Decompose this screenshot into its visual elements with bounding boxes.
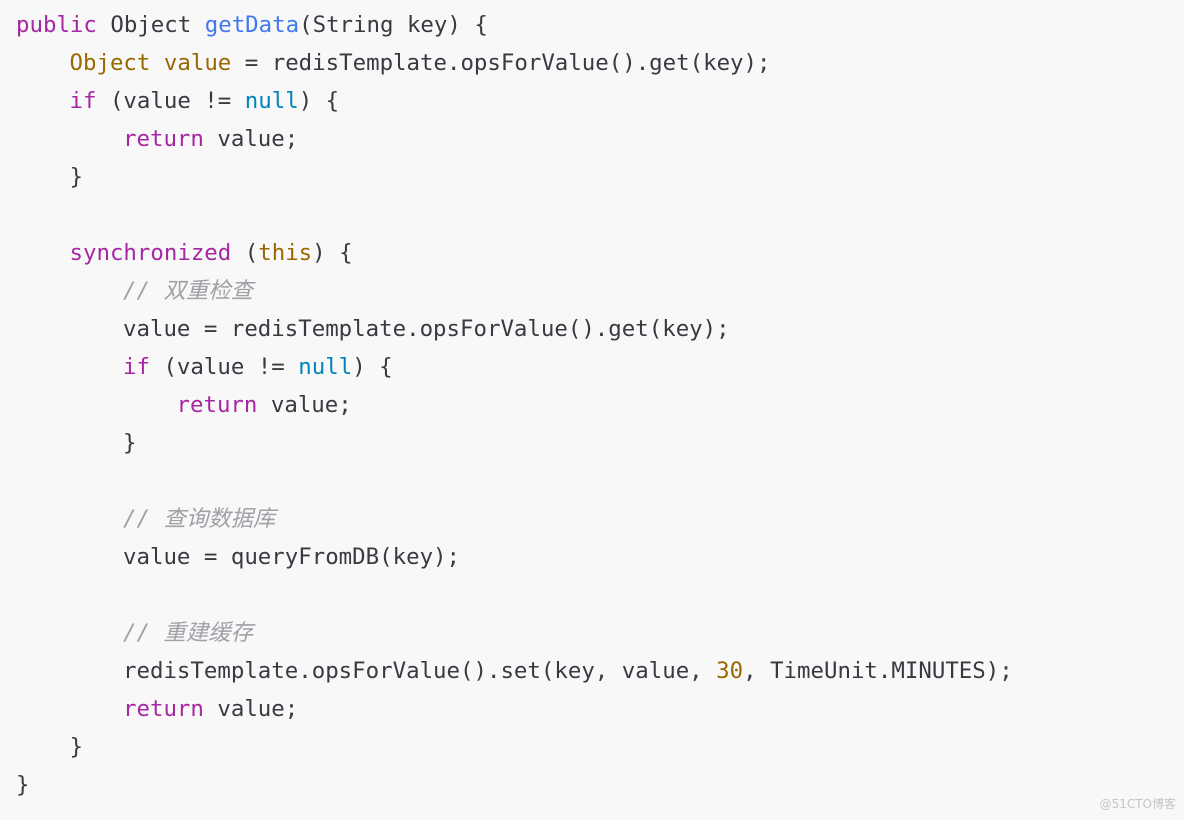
code-token-comment: // 双重检查 (123, 278, 254, 304)
code-token-keyword: public (16, 12, 97, 38)
code-token-plain: } (123, 430, 137, 456)
code-line-12: } (123, 424, 136, 462)
code-line-11: return value; (177, 386, 352, 424)
code-line-3: if (value != null) { (70, 82, 340, 120)
code-line-15: value = queryFromDB(key); (123, 538, 460, 576)
code-token-plain: , TimeUnit.MINUTES); (743, 658, 1013, 684)
code-line-1: public Object getData(String key) { (16, 6, 488, 44)
code-token-plain: } (69, 734, 83, 760)
code-line-10: if (value != null) { (123, 348, 393, 386)
code-line-9: value = redisTemplate.opsForValue().get(… (123, 310, 730, 348)
code-token-keyword: return (123, 696, 204, 722)
code-token-plain: = redisTemplate.opsForValue().get(key); (231, 50, 771, 76)
code-line-17: // 重建缓存 (123, 614, 253, 652)
code-line-4: return value; (123, 120, 298, 158)
code-token-plain (150, 50, 163, 76)
code-token-comment: // 重建缓存 (123, 620, 254, 646)
code-line-5: } (70, 158, 83, 196)
code-line-21: } (16, 766, 29, 804)
code-token-plain: value = queryFromDB(key); (123, 544, 461, 570)
code-token-plain: ) { (312, 240, 353, 266)
code-token-plain: ) { (298, 88, 340, 114)
code-token-number: 30 (716, 658, 744, 684)
code-line-8: // 双重检查 (123, 272, 253, 310)
code-line-2: Object value = redisTemplate.opsForValue… (70, 44, 771, 82)
code-token-type: this (258, 240, 313, 266)
code-token-plain: } (69, 164, 83, 190)
code-line-19: return value; (123, 690, 298, 728)
code-token-type: Object (69, 50, 151, 76)
code-token-keyword: return (123, 126, 204, 152)
code-token-plain: ( (231, 240, 259, 266)
code-token-type: value (163, 50, 232, 76)
code-line-20: } (70, 728, 83, 766)
code-token-literal: null (244, 88, 299, 114)
code-token-plain: (String key) { (299, 12, 488, 38)
watermark: @51CTO博客 (1099, 797, 1176, 811)
code-token-literal: null (298, 354, 353, 380)
code-token-plain: (value != (149, 354, 299, 380)
code-token-plain: value = redisTemplate.opsForValue().get(… (123, 316, 730, 342)
code-token-keyword: return (176, 392, 258, 418)
code-token-plain: Object (96, 12, 205, 38)
code-token-comment: // 查询数据库 (123, 506, 276, 532)
code-line-18: redisTemplate.opsForValue().set(key, val… (123, 652, 1013, 690)
code-token-plain: redisTemplate.opsForValue().set(key, val… (123, 658, 717, 684)
code-token-keyword: if (69, 88, 97, 114)
code-token-plain: value; (203, 126, 299, 152)
code-line-7: synchronized (this) { (70, 234, 353, 272)
code-token-plain: (value != (96, 88, 245, 114)
code-token-keyword: synchronized (69, 240, 232, 266)
code-token-plain: value; (257, 392, 352, 418)
code-token-plain: ) { (352, 354, 393, 380)
code-token-plain: } (16, 772, 30, 798)
code-token-func: getData (204, 12, 300, 38)
code-line-14: // 查询数据库 (123, 500, 275, 538)
code-token-plain: value; (203, 696, 299, 722)
code-token-keyword: if (123, 354, 150, 380)
